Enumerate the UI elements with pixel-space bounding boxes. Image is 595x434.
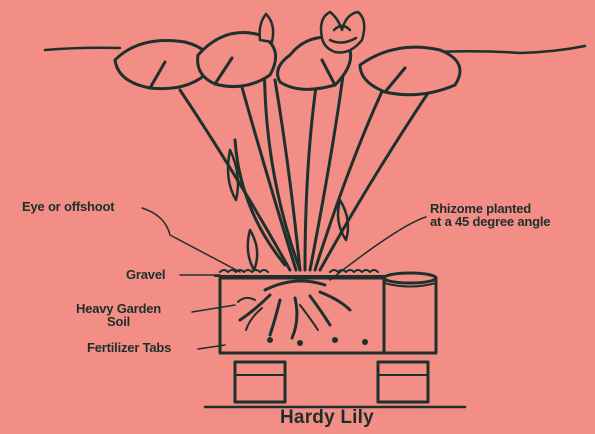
planting-container xyxy=(220,273,436,353)
gravel-layer xyxy=(215,270,390,276)
label-gravel: Gravel xyxy=(126,268,165,281)
eye-leader-line xyxy=(142,208,240,272)
soil-leader-line xyxy=(192,305,235,312)
label-fertilizer-tabs: Fertilizer Tabs xyxy=(87,341,171,354)
support-blocks xyxy=(235,362,428,402)
label-eye-or-offshoot: Eye or offshoot xyxy=(22,200,114,213)
diagram-title: Hardy Lily xyxy=(280,407,374,429)
label-rhizome-line2: at a 45 degree angle xyxy=(430,215,550,228)
rhizome-and-roots xyxy=(238,281,350,338)
label-rhizome: Rhizome planted at a 45 degree angle xyxy=(430,202,550,228)
lily-flower xyxy=(321,12,364,53)
lily-pads xyxy=(115,33,460,95)
lily-bud xyxy=(260,14,274,42)
label-heavy-garden-soil: Heavy Garden Soil xyxy=(76,302,161,328)
label-soil-line2: Soil xyxy=(76,315,161,328)
fertilizer-tabs xyxy=(267,337,368,346)
